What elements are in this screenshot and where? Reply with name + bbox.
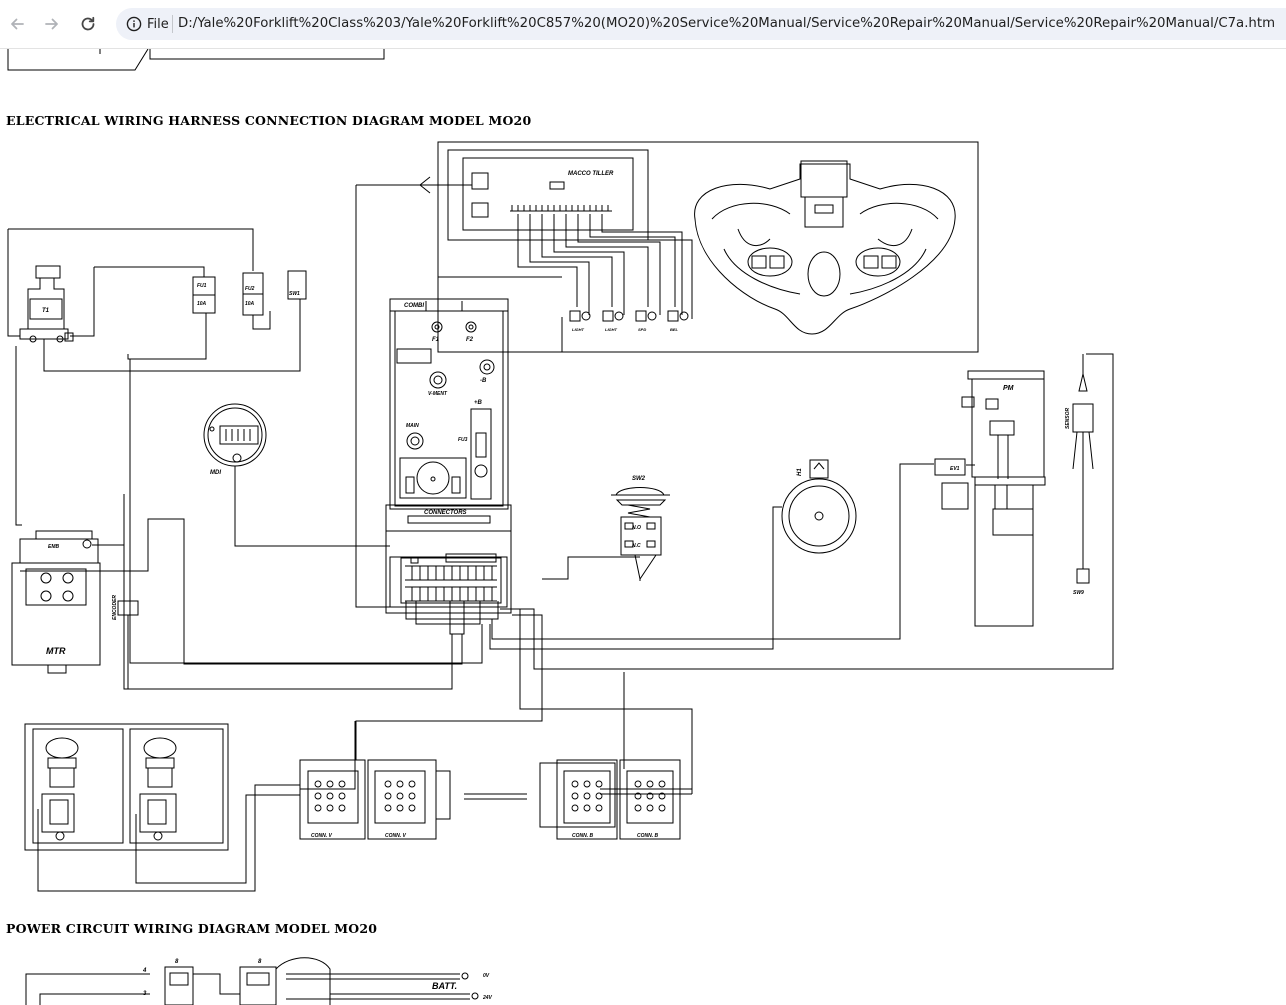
wiring-diagram: MACCO TILLER COMBI CONNECTORS F1 F2 -B +… (7, 49, 1114, 1005)
label-pm: PM (1003, 385, 1014, 392)
label-sw1: SW1 (289, 291, 300, 297)
label-tiller: MACCO TILLER (568, 171, 614, 177)
label-horn-4: BEL (670, 327, 679, 332)
label-power-tag-1: 8 (175, 959, 179, 965)
tiller-wiring (437, 142, 693, 352)
address-bar[interactable]: File D:/Yale%20Forklift%20Class%203/Yale… (116, 8, 1286, 40)
sensor-sw9 (1072, 354, 1094, 584)
url-text[interactable]: D:/Yale%20Forklift%20Class%203/Yale%20Fo… (178, 16, 1276, 31)
pump-motor (934, 370, 1046, 627)
label-conn-4: CONN. B (637, 833, 659, 839)
scheme-label: File (147, 16, 169, 32)
arrow-left-icon (11, 18, 24, 30)
label-power-side-1: 4 (142, 968, 147, 974)
label-minus-b: -B (480, 378, 487, 384)
label-mtr: MTR (46, 646, 66, 656)
arrow-right-icon (45, 18, 58, 30)
label-main: MAIN (406, 423, 419, 429)
fuse-cluster (7, 228, 307, 526)
back-button[interactable] (3, 10, 31, 38)
controller-bus-wires (20, 353, 1114, 794)
controller-box (385, 298, 512, 532)
label-t1: T1 (42, 308, 50, 314)
reload-icon (81, 16, 95, 31)
label-fu2: FU2 (245, 286, 255, 292)
mdi-gauge (203, 403, 390, 547)
label-horn-3: SPD (638, 327, 646, 332)
tiller-panel (437, 141, 979, 353)
label-n-c: N.C (632, 543, 641, 549)
horn-h1 (781, 459, 857, 554)
motor-mtr (11, 530, 139, 689)
emergency-stop-panel (24, 723, 300, 892)
label-connectors: CONNECTORS (424, 510, 467, 516)
connector-blocks (299, 759, 692, 840)
switch-sw2 (611, 487, 670, 581)
label-encoder: ENCODER (112, 595, 118, 620)
label-fu2-rating: 10A (245, 301, 255, 307)
controller-connector-block (385, 530, 512, 614)
label-sw2: SW2 (632, 476, 646, 482)
label-conn-3: CONN. B (572, 833, 594, 839)
chip-divider (172, 15, 173, 33)
connector-pins (314, 780, 666, 812)
label-conn-2: CONN. V (385, 833, 407, 839)
label-fu1-rating: 10A (197, 301, 207, 307)
label-horn-2: LIGHT (605, 327, 618, 332)
power-diagram-heading: POWER CIRCUIT WIRING DIAGRAM MODEL MO20 (6, 921, 378, 936)
label-horn-1: LIGHT (572, 327, 585, 332)
label-batt: BATT. (432, 981, 457, 991)
forward-button[interactable] (38, 10, 66, 38)
label-batt-0v: 0V (483, 973, 490, 979)
label-batt-24v: 24V (482, 995, 493, 1001)
previous-diagram-fragment (7, 49, 385, 71)
browser-toolbar: File D:/Yale%20Forklift%20Class%203/Yale… (0, 0, 1286, 49)
site-info-chip[interactable]: File (122, 12, 177, 36)
label-controller: COMBI (404, 303, 424, 309)
label-ev1: EV1 (950, 466, 960, 472)
label-h1: H1 (797, 468, 803, 476)
label-fu3: FU3 (458, 437, 468, 443)
label-mtr-top: EMB (48, 544, 60, 550)
label-n-o: N.O (632, 525, 641, 531)
tiller-to-controller-wire (355, 176, 472, 608)
label-plus-b: +B (474, 400, 483, 406)
label-power-tag-2: 8 (258, 959, 262, 965)
label-power-side-2: 3 (143, 991, 147, 997)
label-sw9: SW9 (1073, 590, 1084, 596)
page-content: ELECTRICAL WIRING HARNESS CONNECTION DIA… (0, 49, 1286, 1005)
label-f2: F2 (466, 337, 474, 343)
reload-button[interactable] (74, 10, 102, 38)
info-icon (126, 16, 142, 32)
label-f1: F1 (432, 337, 440, 343)
label-mdi: MDI (210, 470, 221, 476)
label-v-ment: V-MENT (428, 391, 448, 397)
label-sensor: SENSOR (1065, 407, 1071, 429)
harness-diagram-heading: ELECTRICAL WIRING HARNESS CONNECTION DIA… (6, 113, 532, 128)
label-conn-1: CONN. V (311, 833, 333, 839)
label-fu1: FU1 (197, 283, 207, 289)
power-circuit-fragment (25, 957, 479, 1005)
horn-switches (569, 310, 689, 322)
